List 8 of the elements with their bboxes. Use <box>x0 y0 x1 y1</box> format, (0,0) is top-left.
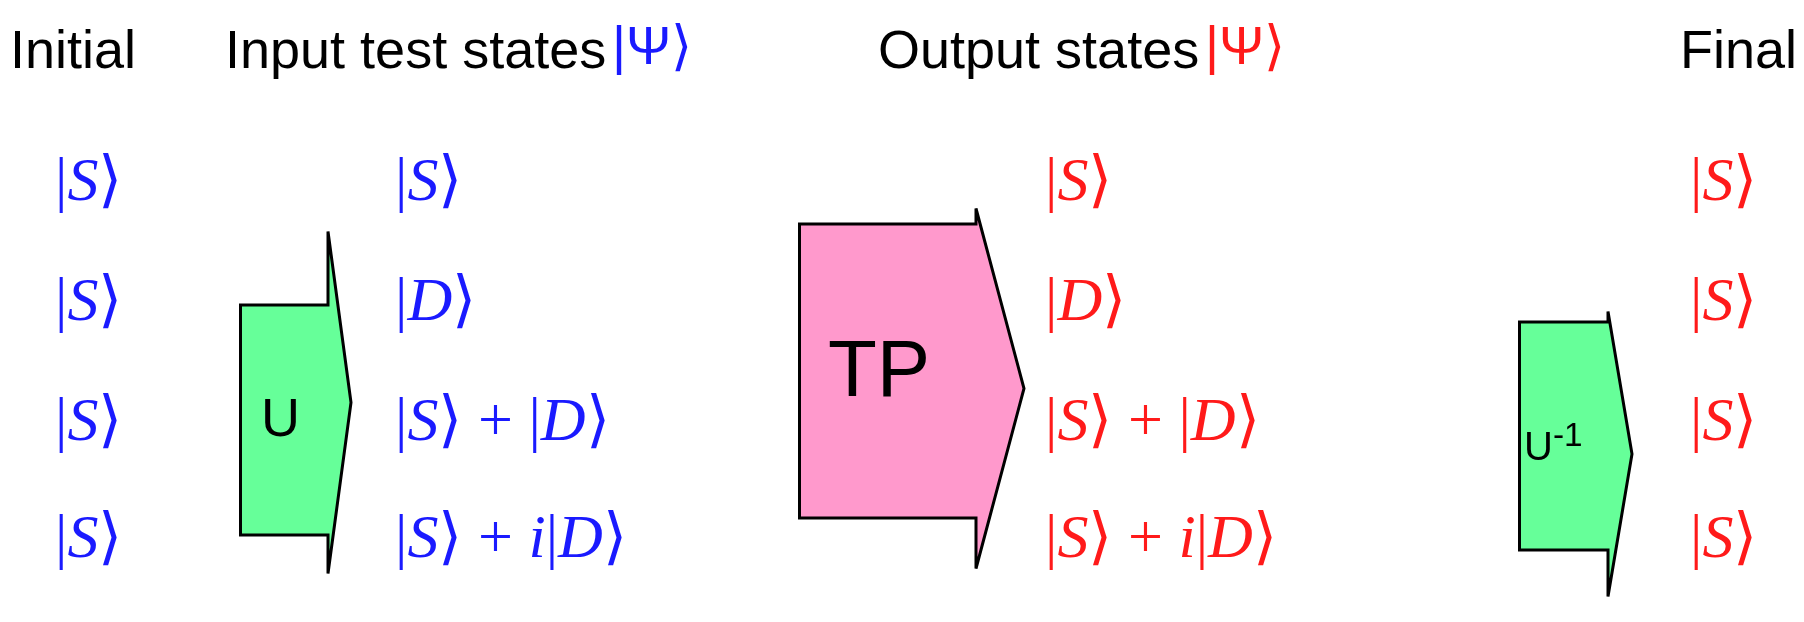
chevron-arrow-shape <box>239 230 353 575</box>
column-heading: Final <box>1680 22 1798 76</box>
column-heading: Initial <box>10 22 137 76</box>
operator-label: TP <box>828 329 931 409</box>
operator-label: U <box>261 390 300 444</box>
operator-label: U$^{-1}$ <box>1524 418 1583 467</box>
chevron-arrow-shape <box>798 207 1026 570</box>
chevron-arrow-shape <box>1518 310 1634 598</box>
